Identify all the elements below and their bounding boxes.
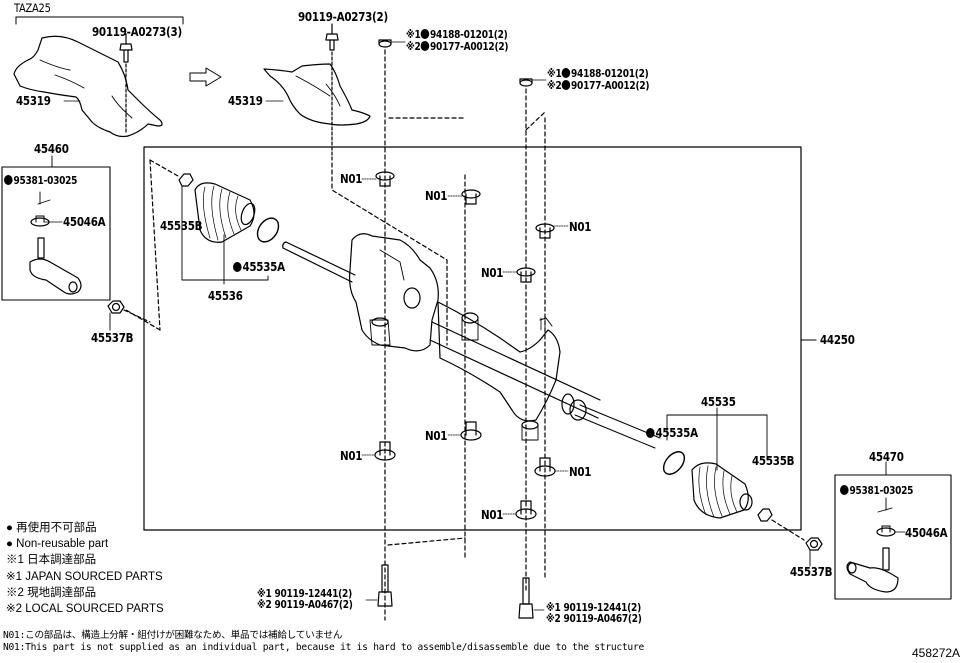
steering-gear-housing: [349, 233, 587, 441]
rack-shaft: [282, 241, 661, 449]
bolt-bottom-right: [518, 577, 545, 619]
part-label-45470[interactable]: 45470: [869, 450, 904, 464]
part-label-n01-1[interactable]: N01: [340, 172, 363, 186]
engine-under-cover-right: [263, 63, 371, 126]
tie-rod-end-lh: [29, 191, 82, 295]
n01-grommet-3: [535, 223, 555, 239]
part-label-45536[interactable]: 45536: [208, 289, 243, 303]
steering-rack-boot-left: [194, 182, 256, 243]
model-code-label: TAZA25: [14, 1, 51, 15]
tie-rod-end-rh: [846, 497, 906, 593]
part-label-45535a-lh[interactable]: 45535A: [233, 261, 285, 273]
steering-rack-boot-right: [691, 462, 753, 519]
part-label-n01-6[interactable]: N01: [425, 429, 448, 443]
illustration-number: 458272A: [912, 646, 960, 660]
part-label-45046a-rh[interactable]: 45046A: [905, 526, 948, 540]
n01-grommet-6: [460, 421, 482, 441]
nut-top-right: [519, 78, 547, 591]
boot-clip-left: [178, 173, 194, 187]
part-label-n01-7[interactable]: N01: [569, 465, 592, 479]
legend-item-nonreusable-en: ● Non-reusable part: [6, 538, 109, 551]
part-label-bolt-bottom-right-1[interactable]: ※1 90119-12441(2): [546, 602, 641, 614]
legend-item-local-sourced-en: ※2 LOCAL SOURCED PARTS: [6, 603, 164, 616]
part-label-45460[interactable]: 45460: [34, 142, 69, 156]
legend-item-local-sourced-jp: ※2 現地調達部品: [6, 586, 97, 599]
tie-rod-end-lh-box: [1, 166, 111, 301]
part-label-45535b-rh[interactable]: 45535B: [752, 454, 795, 468]
boot-clip-right: [757, 508, 773, 522]
part-label-45319-left[interactable]: 45319: [16, 94, 51, 108]
part-label-90119-a0273-2[interactable]: 90119-A0273(2): [298, 10, 388, 24]
boot-clamp-left: [256, 217, 280, 243]
part-label-44250[interactable]: 44250: [820, 333, 855, 347]
n01-grommet-2: [461, 189, 481, 205]
note-n01-jp: N01:この部品は、構造上分解・組付けが困難なため、単品では補給していません: [3, 630, 343, 641]
part-label-n01-2[interactable]: N01: [425, 189, 448, 203]
lock-nut-left: [107, 300, 151, 331]
part-label-45537b-rh[interactable]: 45537B: [790, 565, 833, 579]
part-label-n01-4[interactable]: N01: [481, 266, 504, 280]
legend: ● 再使用不可部品 ● Non-reusable part ※1 日本調達部品 …: [6, 520, 164, 617]
part-label-95381-03025-lh[interactable]: 95381-03025: [4, 175, 77, 187]
bolt-top-left: [119, 33, 133, 135]
boot-clamp-right: [662, 451, 686, 475]
note-n01-en: N01:This part is not supplied as an indi…: [3, 642, 645, 653]
taza25-bracket: [15, 16, 184, 25]
engine-under-cover-left: [13, 35, 163, 138]
part-label-45535[interactable]: 45535: [701, 395, 736, 409]
part-label-n01-8[interactable]: N01: [481, 508, 504, 522]
part-label-n01-5[interactable]: N01: [340, 449, 363, 463]
part-label-45046a-lh[interactable]: 45046A: [63, 215, 106, 229]
legend-item-japan-sourced-jp: ※1 日本調達部品: [6, 554, 97, 567]
n01-grommet-1: [375, 171, 395, 187]
bolt-top-center: [325, 23, 339, 163]
gear-assembly-box: [143, 146, 802, 531]
lock-nut-right: [805, 537, 823, 567]
part-label-90119-a0273-3[interactable]: 90119-A0273(3): [92, 25, 182, 39]
arrow-right-icon: [189, 67, 222, 87]
part-label-45537b-lh[interactable]: 45537B: [91, 331, 134, 345]
legend-item-nonreusable-jp: ● 再使用不可部品: [6, 522, 97, 534]
part-label-45535b-lh[interactable]: 45535B: [160, 219, 203, 233]
part-label-45319-right[interactable]: 45319: [228, 94, 263, 108]
part-label-bolt-bottom-left-2[interactable]: ※2 90119-A0467(2): [257, 599, 353, 611]
part-label-n01-3[interactable]: N01: [569, 220, 592, 234]
part-label-bolt-bottom-left-1[interactable]: ※1 90119-12441(2): [257, 588, 352, 600]
part-label-45535a-rh[interactable]: 45535A: [646, 427, 698, 439]
legend-item-japan-sourced-en: ※1 JAPAN SOURCED PARTS: [6, 570, 163, 583]
part-label-bolt-bottom-right-2[interactable]: ※2 90119-A0467(2): [546, 613, 642, 625]
tie-rod-end-rh-box: [834, 474, 952, 600]
nut-top-center: [378, 39, 406, 621]
part-label-95381-03025-rh[interactable]: 95381-03025: [840, 485, 913, 497]
bolt-bottom-left: [365, 564, 393, 607]
